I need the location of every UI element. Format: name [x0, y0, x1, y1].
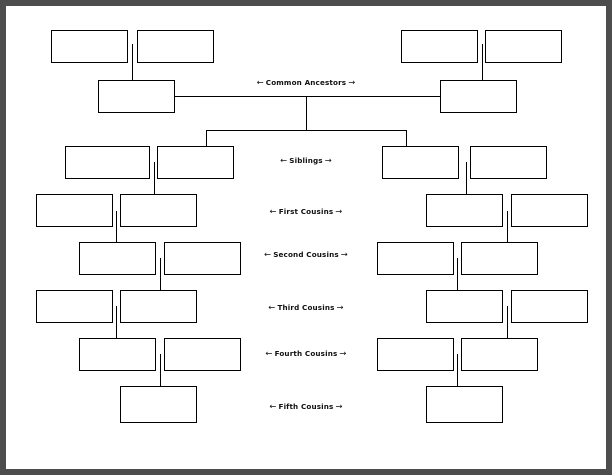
left-arrow-icon: ← [269, 401, 277, 411]
box-right-ancestor[interactable] [440, 80, 517, 113]
right-arrow-icon: → [340, 249, 348, 259]
box-right-fourth-cousin-2[interactable] [461, 338, 538, 371]
tier-label-text: First Cousins [278, 207, 334, 216]
conn-sibling-bar [206, 130, 406, 132]
conn-left-c3-pair [116, 306, 118, 338]
window-frame-top [0, 0, 612, 6]
box-left-gp-1[interactable] [51, 30, 128, 63]
conn-left-c4-pair [160, 354, 162, 386]
conn-right-c4-pair [457, 354, 459, 386]
box-left-sibling-2[interactable] [157, 146, 234, 179]
conn-center-trunk [306, 96, 308, 130]
box-left-fifth-cousin[interactable] [120, 386, 197, 423]
conn-right-sib-drop [406, 130, 408, 146]
box-left-sibling-1[interactable] [65, 146, 150, 179]
conn-right-c3-pair [507, 306, 509, 338]
box-right-fourth-cousin-1[interactable] [377, 338, 454, 371]
right-arrow-icon: → [348, 77, 356, 87]
tier-label-text: Third Cousins [277, 303, 335, 312]
right-arrow-icon: → [335, 401, 343, 411]
box-left-third-cousin-2[interactable] [120, 290, 197, 323]
right-arrow-icon: → [324, 155, 332, 165]
tier-label-fourth-cousins: ←Fourth Cousins→ [263, 348, 349, 358]
left-arrow-icon: ← [269, 206, 277, 216]
left-arrow-icon: ← [264, 249, 272, 259]
conn-left-sib-drop [206, 130, 208, 146]
box-left-fourth-cousin-2[interactable] [164, 338, 241, 371]
right-arrow-icon: → [339, 348, 347, 358]
window-frame-bottom [0, 469, 612, 475]
right-arrow-icon: → [336, 302, 344, 312]
conn-left-sib-pair [154, 162, 156, 194]
box-left-second-cousin-2[interactable] [164, 242, 241, 275]
tier-label-text: Siblings [289, 156, 323, 165]
conn-left-c2-pair [160, 258, 162, 290]
tier-label-third-cousins: ←Third Cousins→ [266, 302, 346, 312]
window-frame-left [0, 0, 6, 475]
tier-label-fifth-cousins: ←Fifth Cousins→ [267, 401, 345, 411]
box-left-first-cousin-2[interactable] [120, 194, 197, 227]
box-left-second-cousin-1[interactable] [79, 242, 156, 275]
box-left-ancestor[interactable] [98, 80, 175, 113]
conn-right-c2-pair [457, 258, 459, 290]
chart-canvas: ←Common Ancestors→←Siblings→←First Cousi… [6, 6, 606, 469]
box-right-gp-1[interactable] [401, 30, 478, 63]
right-arrow-icon: → [335, 206, 343, 216]
tier-label-common-ancestors: ←Common Ancestors→ [254, 77, 358, 87]
box-left-first-cousin-1[interactable] [36, 194, 113, 227]
tier-label-text: Common Ancestors [265, 78, 347, 87]
box-left-third-cousin-1[interactable] [36, 290, 113, 323]
box-right-first-cousin-2[interactable] [511, 194, 588, 227]
conn-left-gp-join [132, 44, 134, 80]
box-right-third-cousin-1[interactable] [426, 290, 503, 323]
tier-label-text: Second Cousins [273, 250, 339, 259]
tier-label-text: Fourth Cousins [274, 349, 338, 358]
box-left-gp-2[interactable] [137, 30, 214, 63]
box-right-sibling-1[interactable] [382, 146, 459, 179]
tier-label-text: Fifth Cousins [278, 402, 334, 411]
window-frame-right [606, 0, 612, 475]
left-arrow-icon: ← [268, 302, 276, 312]
conn-right-c1-pair [507, 211, 509, 242]
box-right-fifth-cousin[interactable] [426, 386, 503, 423]
box-right-first-cousin-1[interactable] [426, 194, 503, 227]
left-arrow-icon: ← [265, 348, 273, 358]
box-right-sibling-2[interactable] [470, 146, 547, 179]
left-arrow-icon: ← [280, 155, 288, 165]
box-right-gp-2[interactable] [485, 30, 562, 63]
box-right-third-cousin-2[interactable] [511, 290, 588, 323]
box-right-second-cousin-2[interactable] [461, 242, 538, 275]
left-arrow-icon: ← [256, 77, 264, 87]
tier-label-siblings: ←Siblings→ [278, 155, 334, 165]
tier-label-second-cousins: ←Second Cousins→ [262, 249, 350, 259]
box-right-second-cousin-1[interactable] [377, 242, 454, 275]
conn-left-c1-pair [116, 211, 118, 242]
box-left-fourth-cousin-1[interactable] [79, 338, 156, 371]
conn-ancestor-spouse-line [175, 96, 440, 98]
conn-right-gp-join [482, 44, 484, 80]
tier-label-first-cousins: ←First Cousins→ [267, 206, 345, 216]
conn-right-sib-pair [466, 162, 468, 194]
